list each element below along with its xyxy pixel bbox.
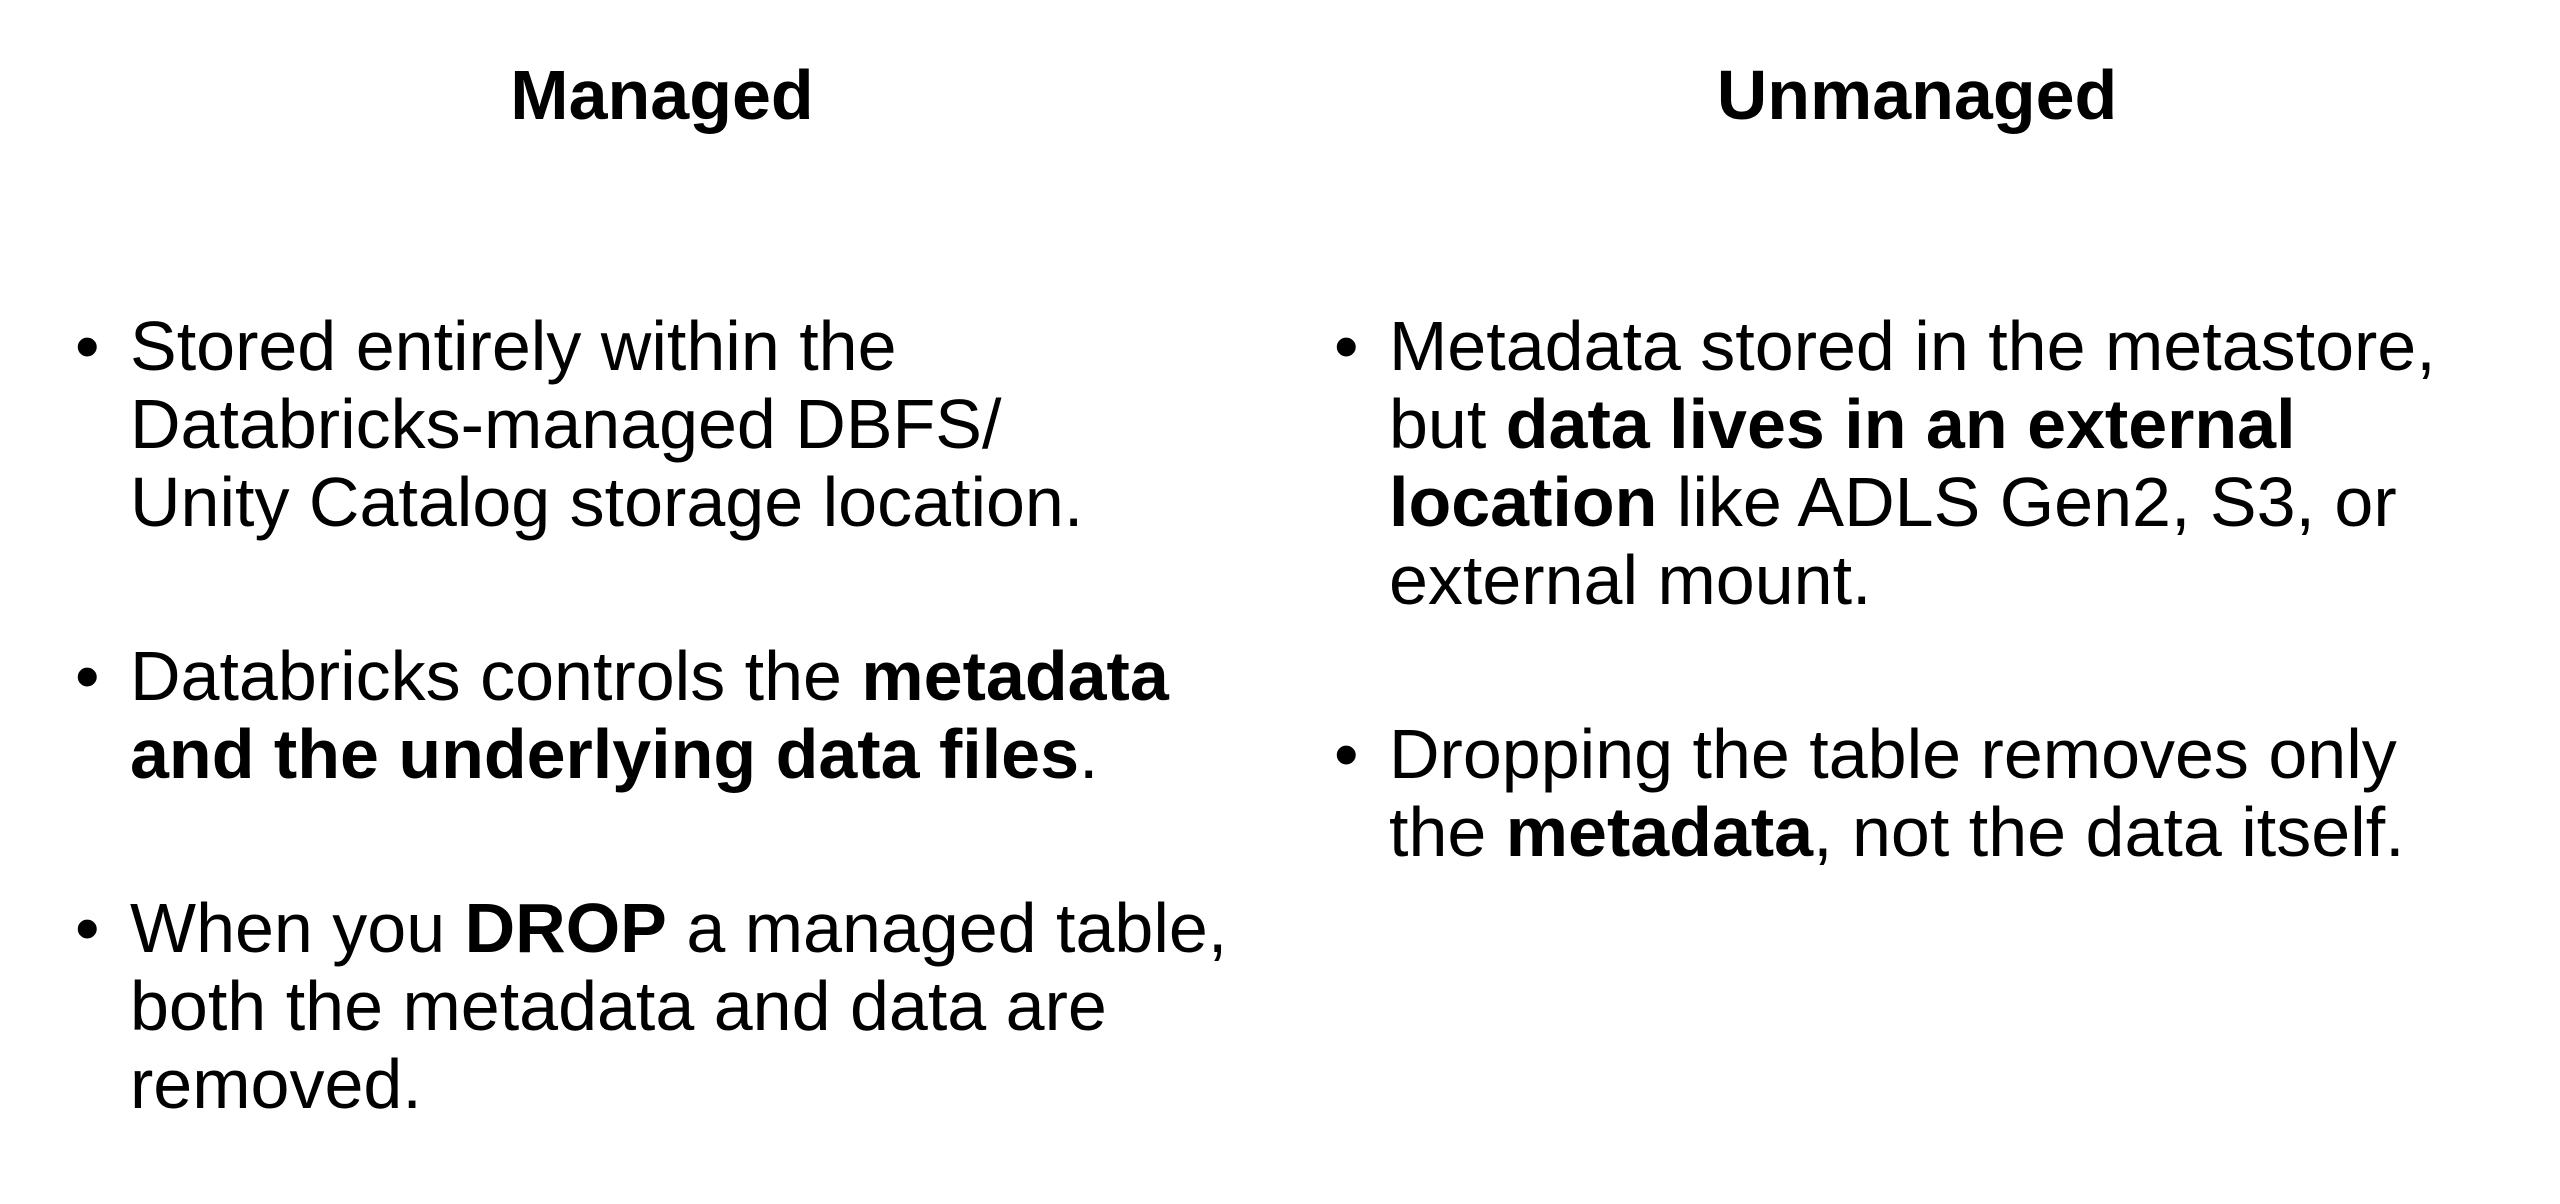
text-segment: location [1389,463,1658,541]
text-segment: external mount. [1389,541,1872,619]
bullet-line: Dropping the table removes only [1389,715,2405,793]
bullet-line: the metadata, not the data itself. [1389,793,2405,871]
text-segment: but [1389,385,1506,463]
bullet-marker-icon: • [75,889,100,967]
text-segment: DROP [464,889,667,967]
text-segment: and the underlying data files [130,715,1080,793]
text-segment: the [1389,793,1506,871]
bullet-item: • Metadata stored in the metastore,but da… [1334,307,2554,619]
bullet-line: Stored entirely within the [130,307,1083,385]
unmanaged-column-header: Unmanaged [1716,56,2118,134]
bullet-line: When you DROP a managed table, [130,889,1227,967]
text-segment: When you [130,889,465,967]
text-segment: . [1079,715,1099,793]
bullet-line: Metadata stored in the metastore, [1389,307,2436,385]
bullet-line: Databricks-managed DBFS/ [130,385,1083,463]
bullet-item: • When you DROP a managed table,both the … [75,889,1325,1123]
bullet-line: removed. [130,1045,1227,1123]
bullet-text: Metadata stored in the metastore,but dat… [1389,307,2436,619]
bullet-marker-icon: • [75,637,100,715]
text-segment: Unity Catalog storage location. [130,463,1084,541]
text-segment: like ADLS Gen2, S3, or [1657,463,2397,541]
bullet-line: external mount. [1389,541,2436,619]
text-segment: Metadata stored in the metastore, [1389,307,2436,385]
bullet-line: location like ADLS Gen2, S3, or [1389,463,2436,541]
bullet-marker-icon: • [75,307,100,385]
text-segment: metadata [861,637,1169,715]
text-segment: , not the data itself. [1813,793,2405,871]
bullet-line: but data lives in an external [1389,385,2436,463]
bullet-line: and the underlying data files. [130,715,1169,793]
text-segment: Databricks controls the [130,637,862,715]
text-segment: Databricks-managed DBFS/ [130,385,1002,463]
text-segment: a managed table, [666,889,1228,967]
bullet-marker-icon: • [1334,715,1359,793]
unmanaged-bullet-list: • Metadata stored in the metastore,but da… [1334,307,2554,871]
managed-column-header: Managed [510,56,814,134]
text-segment: metadata [1505,793,1814,871]
bullet-text: When you DROP a managed table,both the m… [130,889,1227,1123]
bullet-line: both the metadata and data are [130,967,1227,1045]
text-segment: Stored entirely within the [130,307,897,385]
text-segment: both the metadata and data are [130,967,1107,1045]
text-segment: data lives in an external [1505,385,2296,463]
text-segment: removed. [130,1045,422,1123]
text-segment: Dropping the table removes only [1389,715,2397,793]
bullet-line: Databricks controls the metadata [130,637,1169,715]
bullet-line: Unity Catalog storage location. [130,463,1083,541]
bullet-marker-icon: • [1334,307,1359,385]
